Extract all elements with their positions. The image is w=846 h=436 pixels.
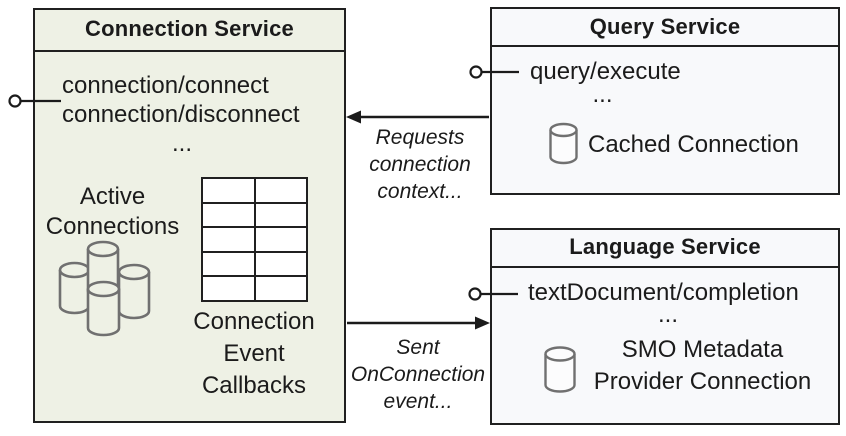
sent-onconnection-event-label: Sent OnConnection event... [340,334,496,415]
sent-onconnection-event-arrow [347,316,490,330]
cached-connection-label: Cached Connection [588,131,799,158]
requests-label-line3: context... [377,180,463,203]
callbacks-line3: Callbacks [201,372,307,399]
connection-service-methods: connection/connect connection/disconnect… [62,71,302,158]
query-methods-ellipsis: ... [592,81,613,108]
sent-label-line3: event... [383,390,453,413]
active-connections-line2: Connections [45,213,180,240]
method-query-execute: query/execute [530,58,681,85]
smo-metadata-provider-label: SMO Metadata Provider Connection [585,334,820,398]
connection-service-box: Connection Service connection/connect co… [33,8,346,423]
language-service-box: Language Service textDocument/completion… [490,228,840,425]
method-textdocument-completion: textDocument/completion [528,279,799,306]
query-service-title: Query Service [492,9,838,47]
smo-metadata-line1: SMO Metadata [621,336,784,363]
callbacks-line1: Connection [193,308,315,335]
requests-connection-context-arrow [346,110,489,124]
requests-label-line2: connection [369,153,471,176]
active-connections-line1: Active [79,183,146,210]
query-service-box: Query Service query/execute ... Cached C… [490,7,840,195]
language-methods-ellipsis: ... [657,301,678,328]
method-connection-connect: connection/connect [62,72,269,99]
language-service-title: Language Service [492,230,838,268]
sent-label-line1: Sent [396,336,440,359]
requests-connection-context-label: Requests connection context... [345,124,495,205]
connection-event-callbacks-label: Connection Event Callbacks [164,306,344,402]
requests-label-line1: Requests [375,126,465,149]
active-connections-label: Active Connections [35,182,190,242]
methods-ellipsis: ... [171,130,192,157]
smo-metadata-line2: Provider Connection [593,368,812,395]
method-connection-disconnect: connection/disconnect [62,101,300,128]
callbacks-line2: Event [223,340,285,367]
connection-service-title: Connection Service [35,10,344,52]
connection-event-callbacks-table-icon [201,177,308,302]
sent-label-line2: OnConnection [350,363,486,386]
